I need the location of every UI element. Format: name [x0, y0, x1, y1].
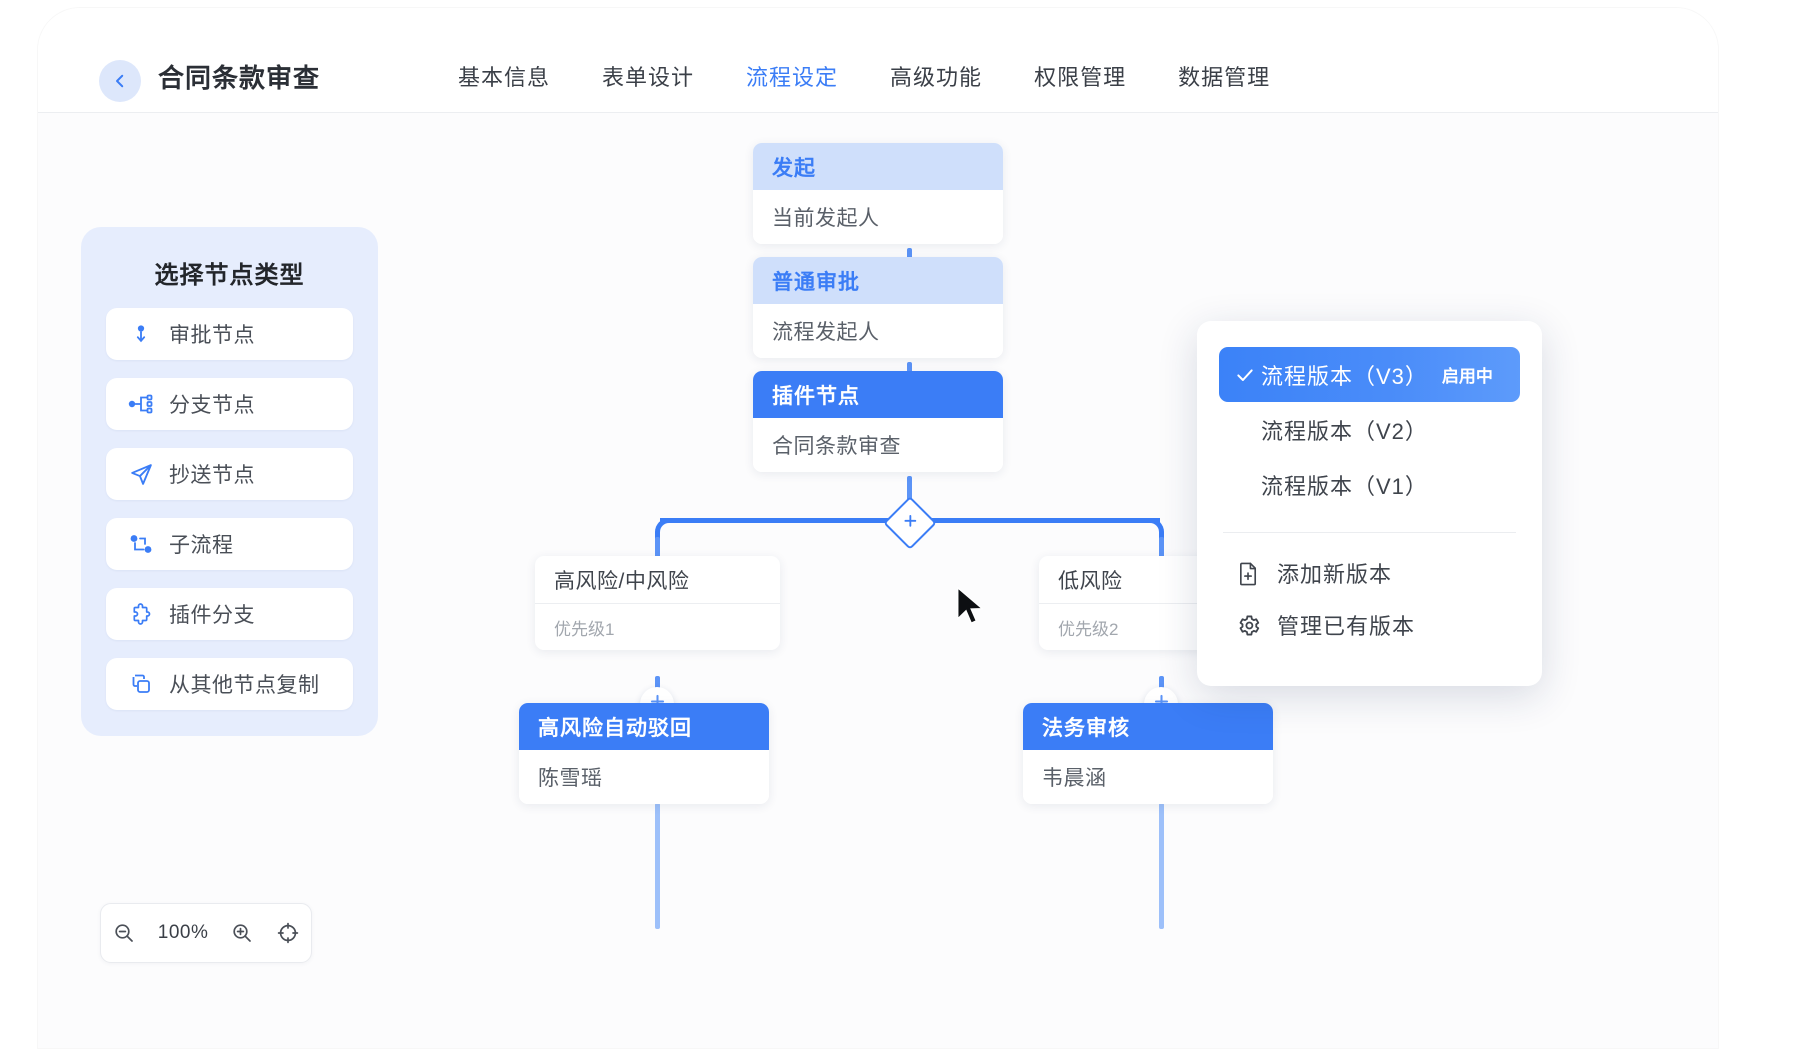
- version-label: 流程版本（V1）: [1261, 473, 1428, 499]
- manage-versions-button[interactable]: 管理已有版本: [1219, 599, 1520, 651]
- palette-item-label: 插件分支: [169, 604, 255, 627]
- zoom-control-bar: 100%: [100, 903, 312, 963]
- version-item-v2[interactable]: 流程版本（V2）: [1219, 402, 1520, 457]
- action-label: 添加新版本: [1277, 562, 1393, 587]
- palette-item-plugin-branch[interactable]: 插件分支: [106, 588, 353, 640]
- tab-process-settings[interactable]: 流程设定: [746, 60, 839, 120]
- flow-node-header: 法务审核: [1023, 703, 1273, 750]
- connector-elbow-right: [1140, 518, 1164, 542]
- plugin-puzzle-icon: [128, 601, 154, 627]
- check-icon: [1235, 365, 1261, 385]
- action-label: 管理已有版本: [1277, 614, 1416, 639]
- zoom-level-label: 100%: [157, 922, 209, 943]
- palette-item-label: 子流程: [169, 534, 234, 557]
- menu-divider: [1223, 532, 1516, 533]
- page-title: 合同条款审查: [158, 63, 321, 93]
- connector-left-tail: [655, 803, 660, 929]
- flow-canvas[interactable]: 选择节点类型 审批节点: [38, 113, 1718, 1048]
- copy-icon: [128, 671, 154, 697]
- zoom-in-icon[interactable]: [230, 921, 254, 945]
- add-branch-button[interactable]: [883, 496, 937, 550]
- palette-item-label: 从其他节点复制: [169, 674, 320, 697]
- tab-basic-info[interactable]: 基本信息: [458, 65, 551, 90]
- version-item-v1[interactable]: 流程版本（V1）: [1219, 457, 1520, 512]
- flow-node-high-risk-auto-reject[interactable]: 高风险自动驳回 陈雪瑶: [519, 703, 769, 804]
- tab-form-design[interactable]: 表单设计: [602, 65, 695, 90]
- palette-item-branch-node[interactable]: 分支节点: [106, 378, 353, 430]
- plus-icon: [902, 512, 919, 534]
- add-new-version-button[interactable]: 添加新版本: [1219, 547, 1520, 599]
- process-version-dropdown: 流程版本（V3） 启用中 流程版本（V2） 流程版本（V1） 添加新版本: [1197, 321, 1542, 686]
- palette-item-approval-node[interactable]: 审批节点: [106, 308, 353, 360]
- back-button[interactable]: [99, 60, 141, 102]
- version-item-v3[interactable]: 流程版本（V3） 启用中: [1219, 347, 1520, 402]
- version-label: 流程版本（V3）: [1261, 363, 1428, 389]
- palette-item-subprocess[interactable]: 子流程: [106, 518, 353, 570]
- app-header: 合同条款审查 基本信息 表单设计 流程设定 高级功能 权限管理 数据管理: [38, 8, 1718, 120]
- version-label: 流程版本（V2）: [1261, 418, 1428, 444]
- tab-bar: 基本信息 表单设计 流程设定 高级功能 权限管理 数据管理: [458, 60, 1270, 120]
- flow-node-header: 高风险自动驳回: [519, 703, 769, 750]
- branch-condition-high-risk[interactable]: 高风险/中风险 优先级1: [535, 556, 780, 650]
- flow-node-start[interactable]: 发起 当前发起人: [753, 143, 1003, 244]
- flow-node-body: 合同条款审查: [753, 418, 1003, 472]
- mouse-pointer-icon: [953, 585, 989, 629]
- branch-priority-label: 优先级1: [554, 619, 615, 639]
- flow-node-body: 当前发起人: [753, 190, 1003, 244]
- branch-icon: [128, 391, 154, 417]
- branch-condition-label: 高风险/中风险: [535, 556, 780, 604]
- palette-item-label: 审批节点: [169, 324, 255, 347]
- connector-elbow-left: [655, 518, 679, 542]
- palette-item-label: 抄送节点: [169, 464, 255, 487]
- node-type-palette: 选择节点类型 审批节点: [81, 227, 378, 736]
- subprocess-icon: [128, 531, 154, 557]
- flow-node-normal-approval[interactable]: 普通审批 流程发起人: [753, 257, 1003, 358]
- tab-permission-management[interactable]: 权限管理: [1034, 65, 1127, 90]
- flow-node-body: 流程发起人: [753, 304, 1003, 358]
- send-paper-plane-icon: [128, 461, 154, 487]
- branch-priority-label: 优先级2: [1058, 619, 1119, 639]
- palette-item-label: 分支节点: [169, 394, 255, 417]
- flow-node-plugin[interactable]: 插件节点 合同条款审查: [753, 371, 1003, 472]
- flow-node-body: 韦晨涵: [1023, 750, 1273, 804]
- flow-node-body: 陈雪瑶: [519, 750, 769, 804]
- status-badge: 启用中: [1441, 367, 1493, 386]
- connector-right-tail: [1159, 803, 1164, 929]
- tab-advanced-features[interactable]: 高级功能: [890, 65, 983, 90]
- gear-icon: [1235, 612, 1261, 638]
- chevron-left-icon: [111, 72, 129, 90]
- branch-condition-label: 低风险: [1039, 556, 1284, 604]
- file-plus-icon: [1235, 560, 1261, 586]
- zoom-out-icon[interactable]: [112, 921, 136, 945]
- fit-to-screen-icon[interactable]: [276, 921, 300, 945]
- palette-item-cc-node[interactable]: 抄送节点: [106, 448, 353, 500]
- palette-title: 选择节点类型: [154, 262, 305, 289]
- flow-node-header: 发起: [753, 143, 1003, 190]
- flow-node-header: 插件节点: [753, 371, 1003, 418]
- flow-node-header: 普通审批: [753, 257, 1003, 304]
- flow-node-legal-review[interactable]: 法务审核 韦晨涵: [1023, 703, 1273, 804]
- tab-data-management[interactable]: 数据管理: [1178, 65, 1271, 90]
- palette-item-copy-from-other-node[interactable]: 从其他节点复制: [106, 658, 353, 710]
- approval-pin-icon: [128, 321, 154, 347]
